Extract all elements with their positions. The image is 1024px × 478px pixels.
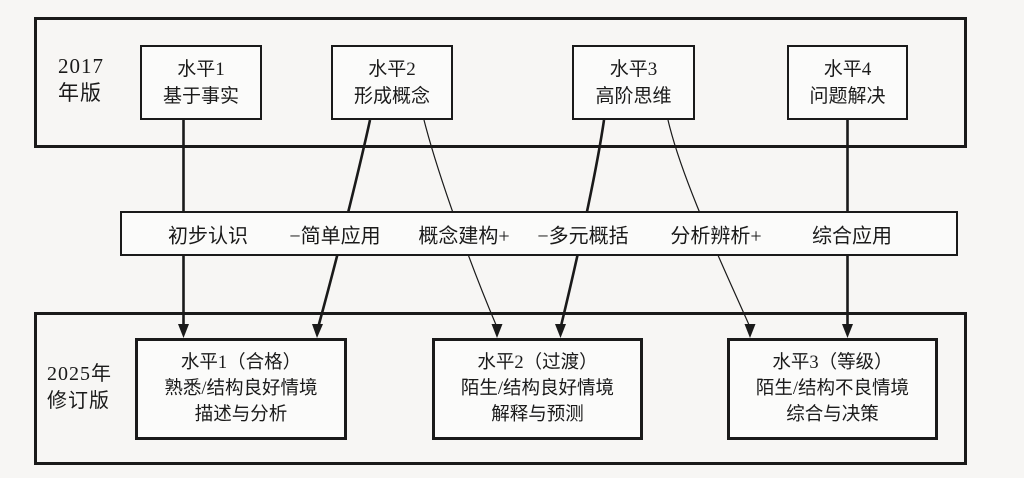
label-2017-line1: 2017 (58, 54, 104, 78)
box-2017-level2-title: 水平2 (368, 58, 416, 80)
box-2017-level1-title: 水平1 (177, 58, 225, 80)
box-2017-level2-subtitle: 形成概念 (353, 85, 430, 107)
box-2017-level4: 水平4 问题解决 (787, 45, 908, 120)
frame-2025-section (34, 312, 967, 465)
label-2025-version: 2025年 修订版 (47, 361, 112, 415)
label-2025-line1: 2025年 (47, 363, 112, 385)
label-2017-version: 2017 年版 (58, 53, 104, 107)
strip-item-zonghe-yingyong: 综合应用 (812, 225, 892, 247)
arrowhead-level2-down (312, 324, 323, 338)
arrowhead-level3-up (744, 324, 756, 338)
arrowhead-level3-down (555, 324, 566, 338)
arrowhead-level4 (842, 324, 853, 338)
box-2017-level3: 水平3 高阶思维 (572, 45, 695, 120)
box-2017-level1: 水平1 基于事实 (140, 45, 262, 120)
strip-item-chubu-renshi: 初步认识 (168, 225, 248, 247)
box-2025-level3-skill: 综合与决策 (786, 405, 879, 425)
box-2025-level1-title: 水平1（合格） (180, 353, 302, 373)
box-2025-level2-context: 陌生/结构良好情境 (460, 379, 615, 399)
box-2017-level4-subtitle: 问题解决 (809, 85, 886, 107)
label-2017-line2: 年版 (58, 81, 102, 105)
box-2025-level2-title: 水平2（过渡） (477, 353, 598, 373)
box-2017-level3-title: 水平3 (609, 58, 658, 80)
box-2017-level4-title: 水平4 (823, 58, 872, 80)
frame-2017-section (34, 17, 967, 148)
box-2025-level1-skill: 描述与分析 (194, 405, 288, 425)
box-2025-level3-title: 水平3（等级） (772, 353, 893, 373)
strip-item-gainian-jiangou: 概念建构+ (418, 225, 510, 247)
box-2025-level1: 水平1（合格） 熟悉/结构良好情境 描述与分析 (135, 338, 347, 440)
box-2017-level2: 水平2 形成概念 (331, 45, 453, 120)
box-2017-level1-subtitle: 基于事实 (162, 85, 239, 107)
box-2025-level2-skill: 解释与预测 (491, 405, 584, 425)
label-2025-line2: 修订版 (47, 390, 110, 412)
box-2017-level3-subtitle: 高阶思维 (595, 85, 672, 107)
box-2025-level1-context: 熟悉/结构良好情境 (164, 379, 318, 399)
strip-item-jiandan-yingyong: −简单应用 (289, 225, 381, 247)
box-2025-level2: 水平2（过渡） 陌生/结构良好情境 解释与预测 (432, 338, 643, 440)
transition-strip: 初步认识 −简单应用 概念建构+ −多元概括 分析辨析+ 综合应用 (120, 211, 958, 256)
strip-item-duoyuan-gaikuo: −多元概括 (537, 225, 629, 247)
box-2025-level3-context: 陌生/结构不良情境 (755, 379, 910, 399)
box-2025-level3: 水平3（等级） 陌生/结构不良情境 综合与决策 (727, 338, 938, 440)
strip-item-fenxi-bianxi: 分析辨析+ (670, 225, 762, 247)
arrowhead-level2-up (491, 324, 503, 338)
arrowhead-level1 (178, 324, 189, 338)
